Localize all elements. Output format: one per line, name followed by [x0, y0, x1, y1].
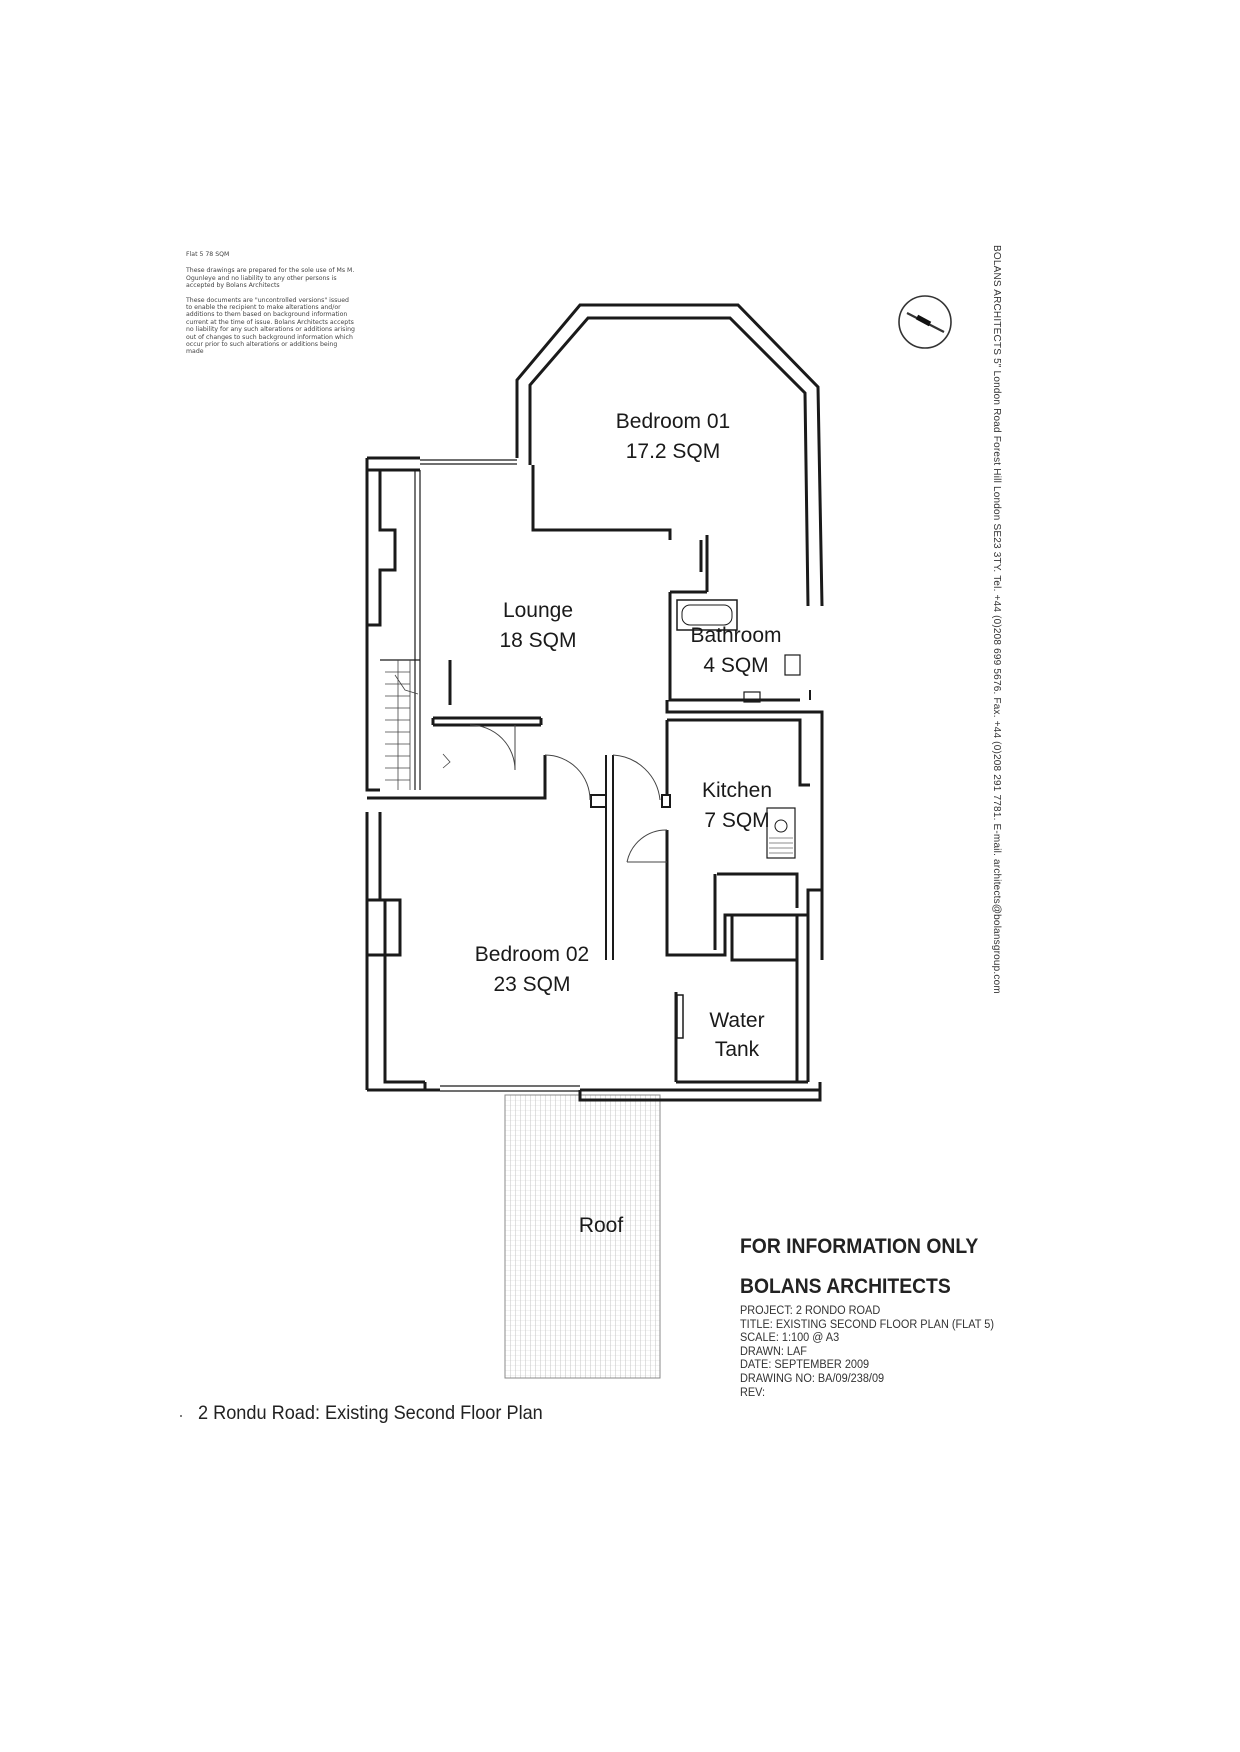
title-block: FOR INFORMATION ONLY BOLANS ARCHITECTS P…	[740, 1235, 1007, 1400]
north-arrow-icon	[898, 295, 952, 349]
lounge-area: 18 SQM	[499, 629, 576, 652]
water-tank-line1: Water	[709, 1009, 764, 1032]
bedroom02-name: Bedroom 02	[475, 943, 589, 966]
bedroom01-name: Bedroom 01	[616, 410, 730, 433]
info-only-heading: FOR INFORMATION ONLY	[740, 1235, 979, 1258]
flat-area-note: Flat 5 78 SQM	[186, 251, 230, 258]
drawing-caption: 2 Rondu Road: Existing Second Floor Plan	[198, 1402, 543, 1424]
drawn-line: DRAWN: LAF	[740, 1345, 807, 1358]
liability-note: These drawings are prepared for the sole…	[186, 267, 355, 290]
title-line: TITLE: EXISTING SECOND FLOOR PLAN (FLAT …	[740, 1318, 994, 1331]
caption-dot	[180, 1415, 182, 1417]
lounge-name: Lounge	[503, 599, 573, 622]
bathroom-area: 4 SQM	[703, 654, 768, 677]
scale-line: SCALE: 1:100 @ A3	[740, 1332, 840, 1345]
bedroom01-area: 17.2 SQM	[626, 440, 721, 463]
bathroom-name: Bathroom	[690, 624, 781, 647]
date-line: DATE: SEPTEMBER 2009	[740, 1359, 870, 1372]
kitchen-area: 7 SQM	[704, 809, 769, 832]
bedroom02-area: 23 SQM	[493, 973, 570, 996]
disclaimer-notes: Flat 5 78 SQM These drawings are prepare…	[186, 251, 356, 363]
roof-hatch	[504, 1094, 661, 1379]
rev-line: REV:	[740, 1386, 766, 1399]
plan-walls	[365, 303, 824, 1102]
project-line: PROJECT: 2 RONDO ROAD	[740, 1305, 881, 1317]
uncontrolled-note: These documents are "uncontrolled versio…	[186, 296, 355, 356]
firm-heading: BOLANS ARCHITECTS	[740, 1275, 951, 1298]
drawing-no-line: DRAWING NO: BA/09/238/09	[740, 1372, 885, 1385]
door-swings	[469, 724, 668, 863]
kitchen-name: Kitchen	[702, 779, 772, 802]
water-tank-line2: Tank	[715, 1038, 760, 1061]
roof-label: Roof	[579, 1214, 624, 1237]
